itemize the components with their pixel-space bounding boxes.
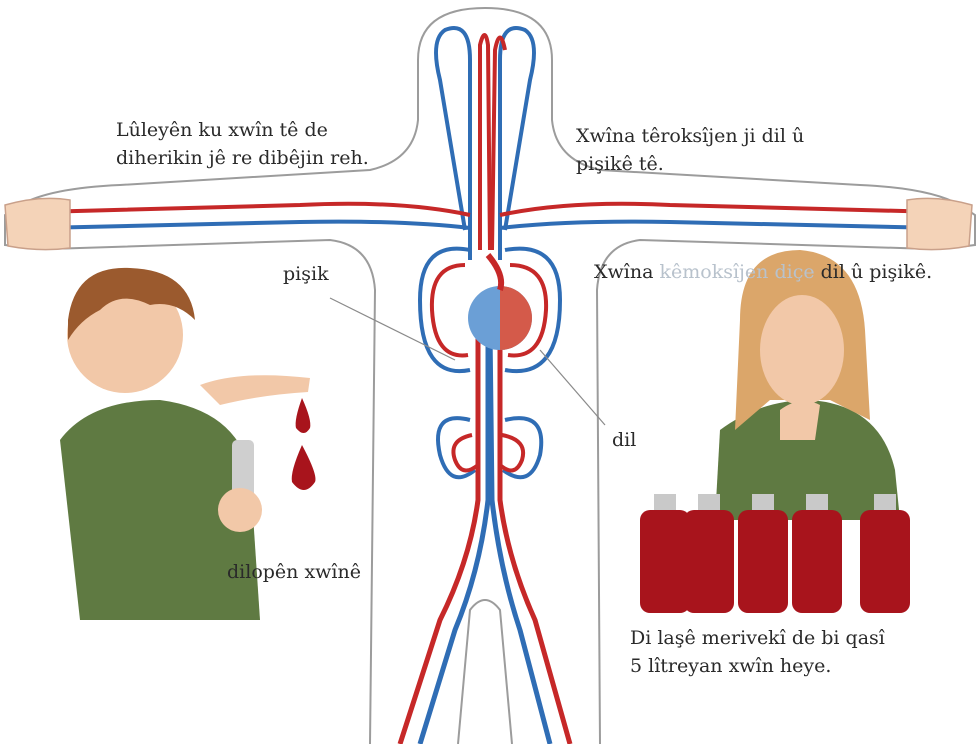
deoxygenated-suffix: dil û pişikê.	[821, 261, 933, 283]
oxygenated-caption-line2: pişikê tê.	[576, 152, 664, 177]
girl-illustration	[715, 250, 900, 520]
bottle-2	[684, 494, 734, 613]
leader-lines	[330, 298, 605, 425]
blood-bottles[interactable]	[640, 494, 910, 613]
bottle-1	[640, 494, 690, 613]
heart-label: dil	[612, 428, 636, 453]
bottle-3	[738, 494, 788, 613]
blood-drops	[292, 398, 316, 490]
lung-label: pişik	[283, 262, 329, 287]
blood-drop-label: dilopên xwînê	[227, 560, 361, 585]
deoxygenated-prefix: Xwîna	[594, 261, 653, 283]
bottle-4	[792, 494, 842, 613]
volume-caption-line2: 5 lîtreyan xwîn heye.	[630, 654, 831, 679]
deoxygenated-caption: Xwîna kêmoksîjen diçe dil û pişikê.	[594, 260, 932, 285]
bottle-5	[860, 494, 910, 613]
veins-caption-line2: diherikin jê re dibêjin reh.	[116, 146, 369, 171]
volume-caption-line1: Di laşê merivekî de bi qasî	[630, 626, 885, 651]
heart	[468, 255, 532, 350]
trunk-leg-vessels	[400, 330, 570, 744]
deoxygenated-faded: kêmoksîjen diçe	[659, 261, 814, 283]
oxygenated-caption-line1: Xwîna têroksîjen ji dil û	[576, 124, 804, 149]
veins-caption-line1: Lûleyên ku xwîn tê de	[116, 118, 328, 143]
